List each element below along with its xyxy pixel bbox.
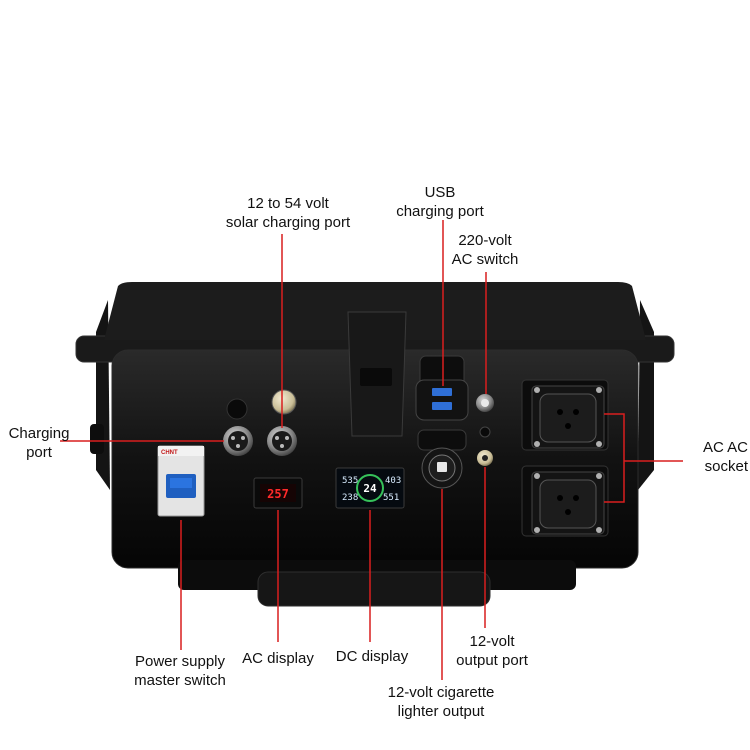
dc-display-top-left: 535 [342, 476, 358, 486]
indicator-socket [226, 398, 248, 420]
leader-ac-socket [604, 413, 625, 503]
label-dc-display: DC display [335, 648, 409, 665]
label-solar-port: 12 to 54 volt solar charging port [225, 195, 351, 231]
dc-display-center: 24 [363, 482, 377, 495]
ac-display-value: 257 [267, 487, 289, 501]
solar-port-connector[interactable] [267, 426, 297, 456]
label-ac-switch: 220-volt AC switch [451, 232, 519, 268]
charging-port-connector[interactable] [223, 426, 253, 456]
label-ac-display: AC display [242, 650, 314, 667]
cigarette-lighter-socket[interactable] [417, 429, 467, 489]
leader-lines [60, 220, 683, 680]
solar-port-cap[interactable] [271, 389, 297, 415]
label-charging-port: Charging port [8, 425, 70, 461]
ac-display-panel: 257 [253, 477, 303, 509]
label-usb-port: USB charging port [396, 184, 484, 220]
dc-output-port[interactable] [477, 450, 493, 466]
master-switch-breaker[interactable]: CHNT [157, 445, 205, 517]
dc-display-bottom-left: 238 [342, 493, 358, 503]
dc-display-panel: 535 24 403 238 551 [335, 467, 405, 509]
label-cigarette-output: 12-volt cigarette lighter output [387, 684, 495, 720]
label-master-switch: Power supply master switch [134, 653, 226, 689]
dc-display-top-right: 403 [385, 476, 401, 486]
label-dc-output: 12-volt output port [456, 633, 528, 669]
breaker-brand: CHNT [161, 450, 178, 456]
usb-module[interactable] [415, 355, 469, 421]
indicator-hole [479, 426, 491, 438]
ac-switch-button[interactable] [476, 394, 494, 412]
ac-socket-upper[interactable] [521, 379, 609, 451]
dc-display-bottom-right: 551 [383, 493, 399, 503]
ac-socket-lower[interactable] [521, 465, 609, 537]
label-ac-socket: AC AC socket [702, 439, 748, 475]
